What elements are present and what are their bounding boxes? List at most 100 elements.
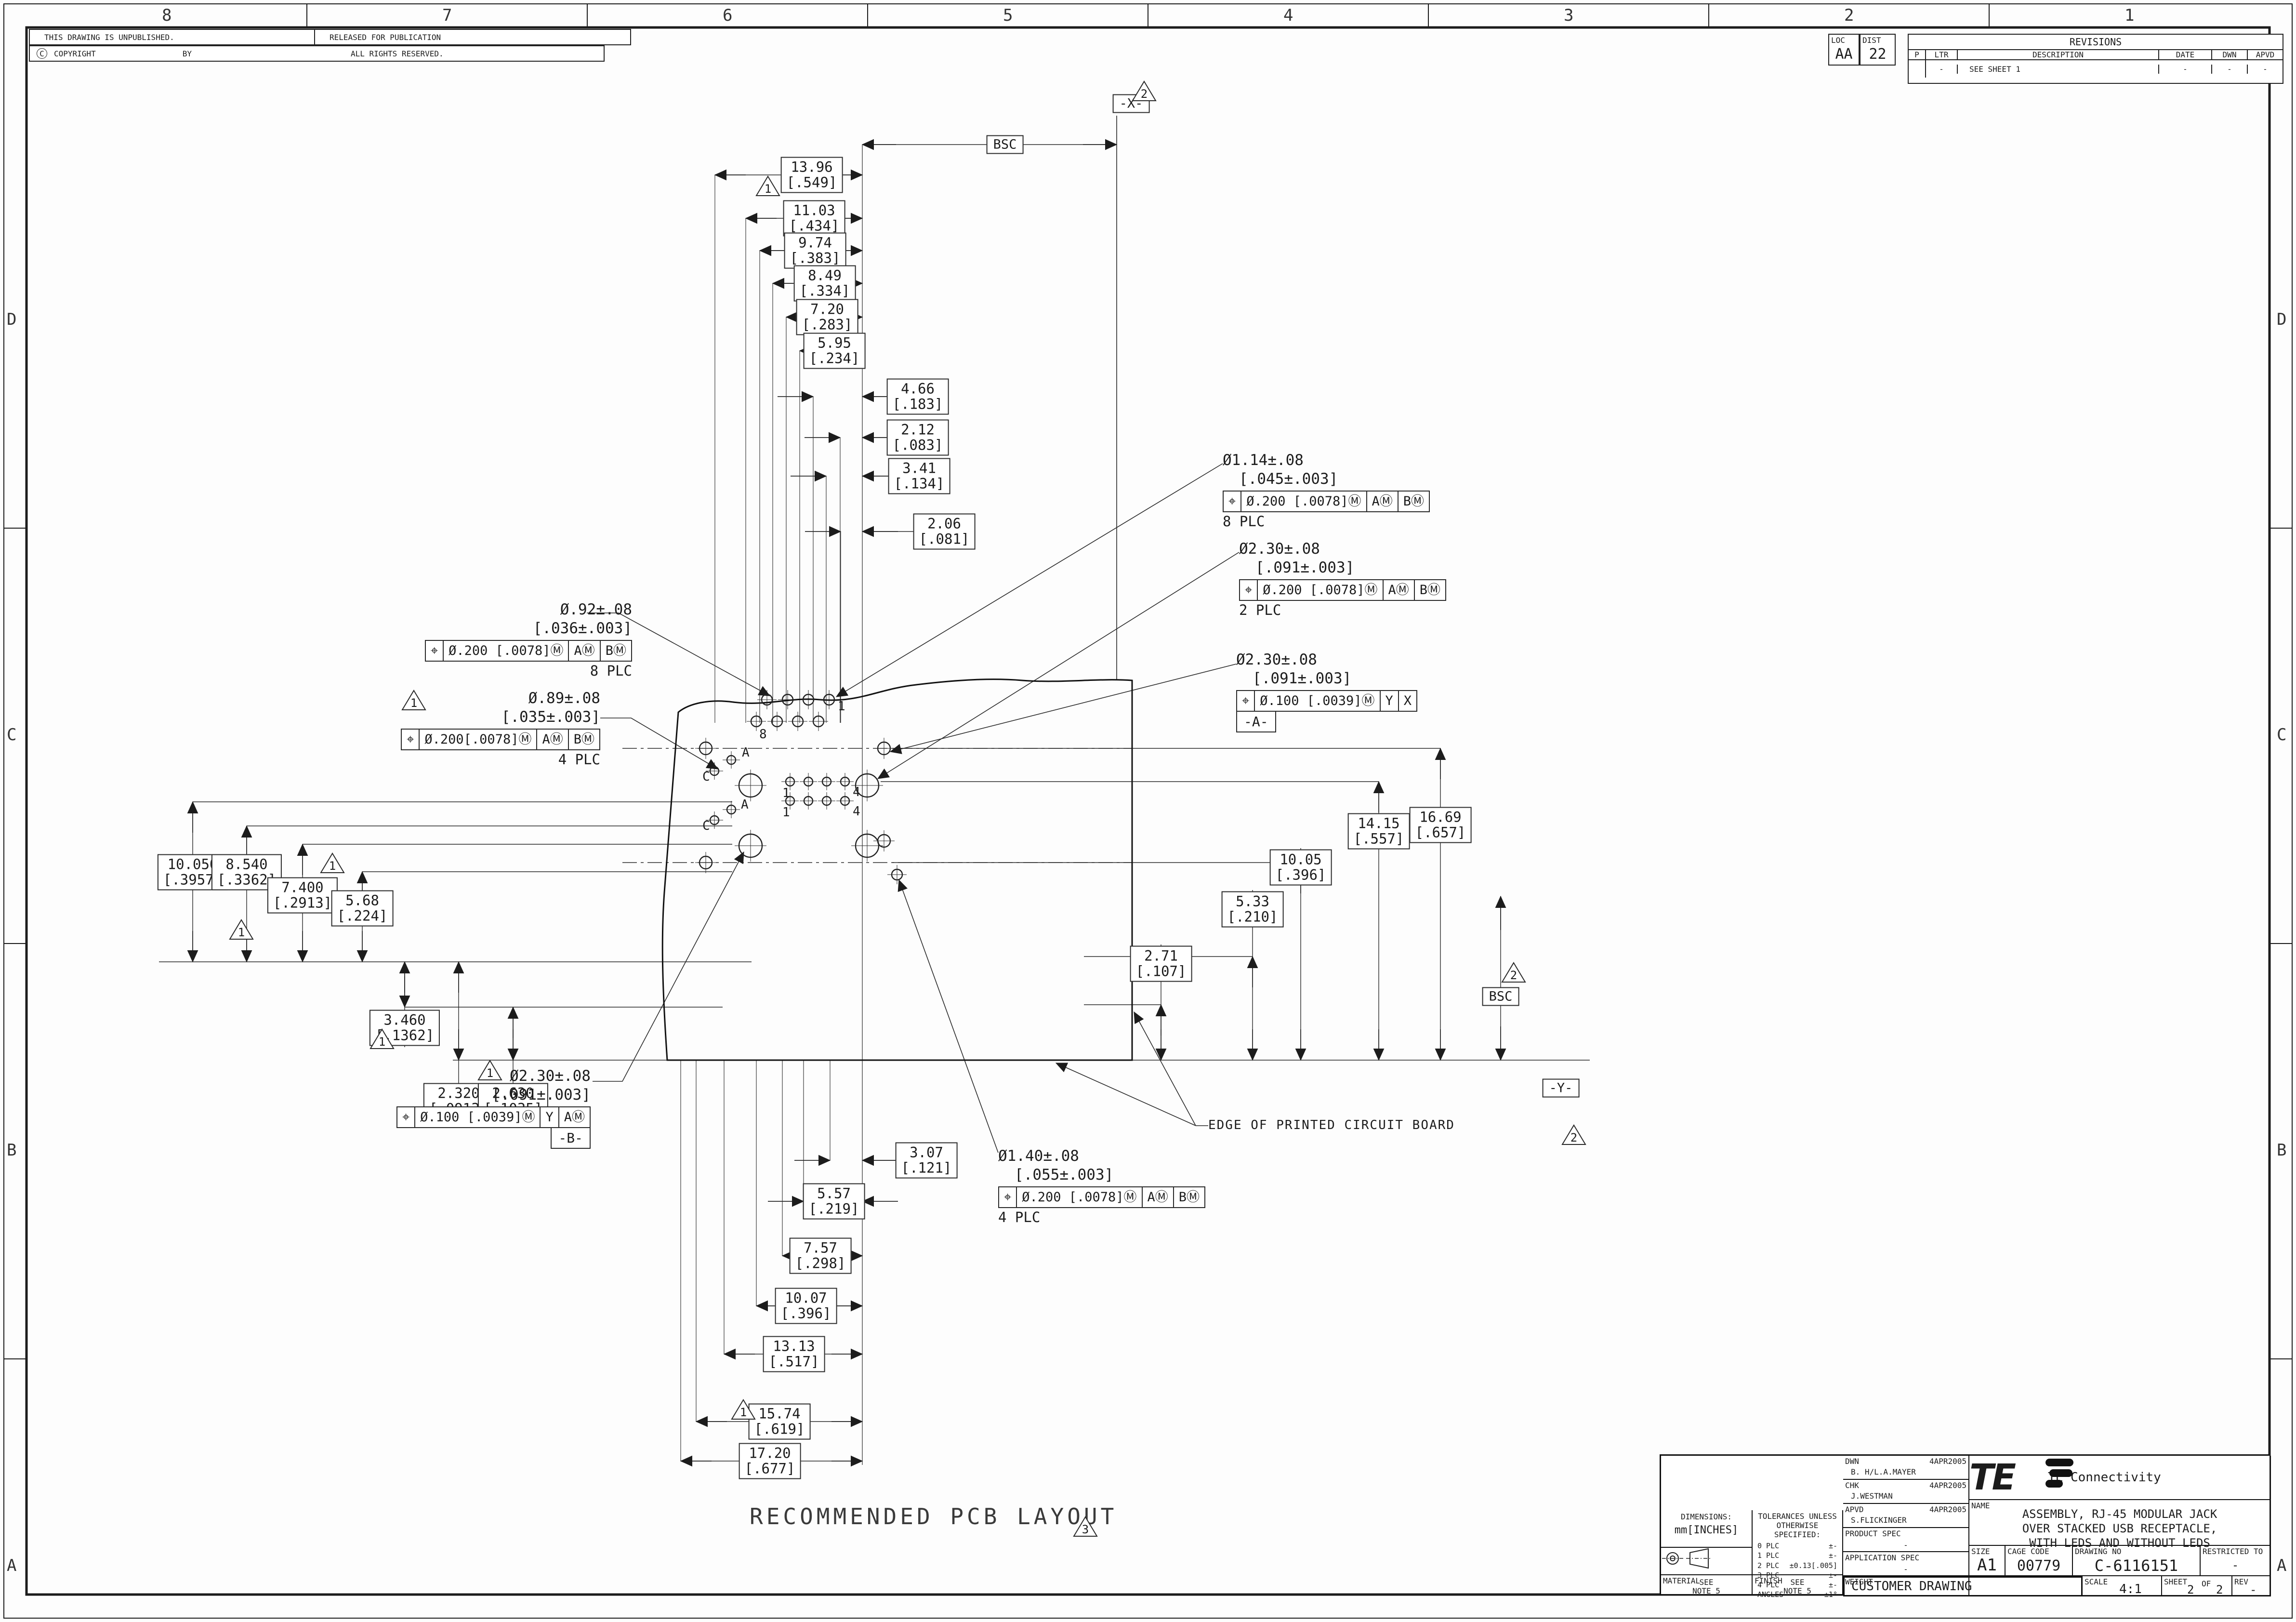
sheet-cell: SHEET 2 OF 2: [2162, 1576, 2232, 1596]
dim-mm: 16.69: [1419, 809, 1462, 825]
pcb-hole: [785, 776, 795, 787]
leader-line: [587, 612, 771, 696]
callout-qty: 8 PLC: [1223, 513, 1265, 530]
name-cell: NAME ASSEMBLY, RJ-45 MODULAR JACK OVER S…: [1969, 1500, 2271, 1550]
material-label: MATERIAL: [1663, 1576, 1701, 1585]
dim-inch: [.619]: [754, 1421, 805, 1437]
zone-number-top: 3: [1564, 6, 1574, 25]
hole-number-label: A: [742, 745, 750, 760]
pcb-hole: [891, 868, 903, 881]
pcb-hole: [823, 693, 835, 706]
fcf-cell: Ø.200 [.0078]Ⓜ: [444, 640, 569, 661]
callout-qty: 2 PLC: [1239, 602, 1281, 619]
rev-col-p: P: [1909, 50, 1926, 59]
dim-mm: 5.57: [817, 1185, 851, 1202]
callout-diameter: Ø.89±.08: [528, 690, 600, 707]
dimension-box: 9.74[.383]: [784, 232, 846, 269]
tolerance-row: 1 PLC±-: [1757, 1551, 1837, 1560]
cage-code-label: CAGE CODE: [2007, 1547, 2049, 1556]
dim-mm: 3.460: [383, 1011, 426, 1028]
bsc-box: BSC: [986, 135, 1024, 154]
hole-number-label: C: [702, 770, 710, 784]
fcf-cell: BⓂ: [1403, 493, 1425, 509]
rev-dwn: -: [2212, 64, 2248, 74]
hole-number-label: 1: [782, 786, 790, 800]
fcf-cell: AⓂ: [569, 640, 601, 661]
application-spec-label: APPLICATION SPEC: [1845, 1553, 1920, 1562]
dim-mm: 5.68: [345, 892, 379, 909]
dimension-box: 10.07[.396]: [775, 1288, 837, 1324]
svg-text:1: 1: [410, 696, 417, 710]
drawing-no-cell: DRAWING NO C-6116151: [2073, 1546, 2201, 1576]
svg-text:3: 3: [1082, 1523, 1089, 1536]
finish-label: FINISH: [1755, 1576, 1782, 1585]
dimension-box: 8.540[.3362]: [211, 854, 282, 891]
dim-inch: [.210]: [1227, 909, 1278, 925]
zone-letter-side: C: [2277, 725, 2287, 745]
dim-inch: [.3362]: [217, 872, 277, 888]
svg-text:1: 1: [238, 926, 245, 939]
zone-number-top: 6: [723, 6, 733, 25]
pcb-hole: [738, 773, 763, 798]
pcb-hole: [802, 693, 815, 706]
svg-text:1: 1: [329, 859, 336, 873]
pcb-hole: [840, 796, 850, 806]
revisions-header-row: P LTR DESCRIPTION DATE DWN APVD: [1909, 50, 2283, 60]
zone-letter-side: A: [7, 1556, 17, 1575]
cage-code-cell: CAGE CODE 00779: [2006, 1546, 2073, 1576]
dim-inch: [.083]: [892, 437, 943, 453]
hole-number-label: 1: [838, 699, 845, 714]
tol-places: 2 PLC: [1757, 1561, 1780, 1570]
tol-value: ±-: [1828, 1581, 1837, 1589]
fcf-cell: ⌖: [1240, 580, 1258, 600]
callout-qty: 8 PLC: [590, 663, 632, 679]
dim-inch: [.677]: [744, 1461, 795, 1477]
dim-mm: 17.20: [749, 1445, 791, 1462]
dim-inch: [.657]: [1415, 824, 1466, 841]
zone-letter-side: D: [2277, 310, 2287, 329]
apvd-label: APVD: [1845, 1505, 1864, 1514]
fcf-cell: ⌖: [397, 1107, 416, 1128]
apvd-name: S.FLICKINGER: [1851, 1516, 1907, 1525]
pcb-hole: [771, 715, 783, 728]
chk-cell: CHK 4APR2005 J.WESTMAN: [1843, 1480, 1969, 1504]
dim-mm: 2.06: [927, 515, 961, 532]
hole-number-label: C: [702, 819, 710, 833]
fcf-cell: Ø.200 [.0078]Ⓜ: [1241, 491, 1367, 512]
pcb-hole: [792, 715, 804, 728]
scale-label: SCALE: [2085, 1577, 2108, 1586]
datum-x-box: -X-: [1112, 94, 1150, 113]
restricted-cell: RESTRICTED TO -: [2201, 1546, 2271, 1576]
material-value-2: NOTE 5: [1692, 1586, 1720, 1595]
svg-text:2: 2: [1141, 87, 1148, 101]
revision-row: - SEE SHEET 1 - - -: [1909, 60, 2283, 78]
pcb-hole: [821, 776, 832, 787]
rev-value: -: [2250, 1583, 2257, 1596]
tol-places: 1 PLC: [1757, 1551, 1780, 1560]
zone-number-top: 1: [2124, 6, 2135, 25]
callout-inch: [.036±.003]: [533, 619, 632, 637]
hole-number-label: 1: [782, 805, 790, 820]
size-cell: SIZE A1: [1969, 1546, 2006, 1576]
pcb-hole: [855, 773, 880, 798]
fcf-cell: ⌖: [1237, 691, 1255, 711]
outer-border: [3, 3, 2293, 1619]
leader-line: [889, 664, 1237, 754]
callout-inch: [.055±.003]: [1015, 1166, 1114, 1183]
dist-value: 22: [1869, 46, 1887, 63]
dimension-box: 14.15[.557]: [1347, 813, 1410, 850]
callout-inch: [.091±.003]: [491, 1086, 591, 1103]
dim-inch: [.383]: [790, 250, 841, 266]
pcb-hole: [699, 855, 713, 870]
rev-col-dwn: DWN: [2212, 50, 2248, 59]
dim-mm: 10.050: [167, 856, 218, 873]
customer-drawing-label: CUSTOMER DRAWING: [1851, 1579, 1972, 1594]
rev-label: REV: [2234, 1577, 2248, 1586]
sheet-value: 2: [2187, 1583, 2194, 1596]
fcf-cell: ⌖: [426, 640, 444, 661]
callout-qty: 4 PLC: [558, 751, 600, 768]
